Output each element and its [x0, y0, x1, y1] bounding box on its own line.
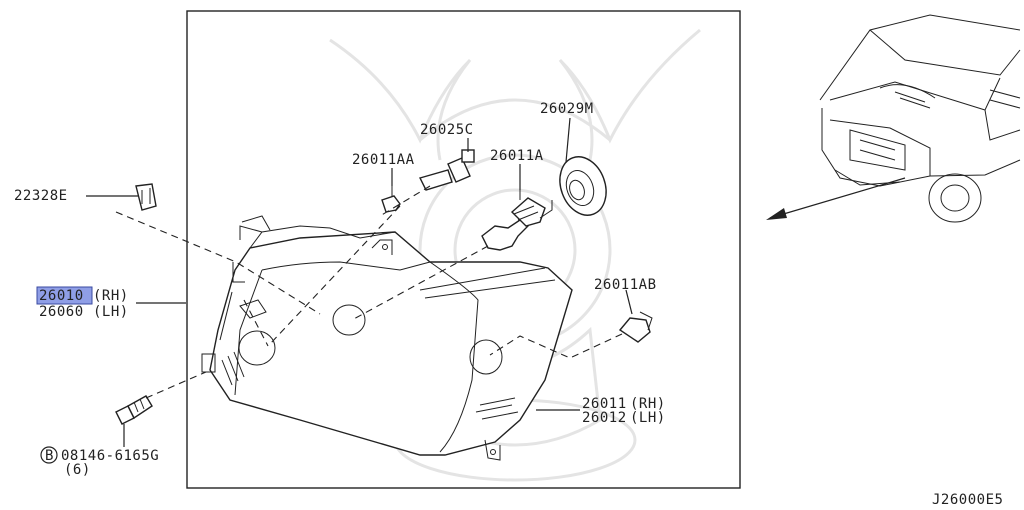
screw-08146[interactable]: [115, 395, 153, 425]
label-26025c[interactable]: 26025C: [420, 122, 474, 138]
cap-26029m[interactable]: [552, 150, 614, 221]
bulb-26011a[interactable]: [481, 190, 553, 251]
diagram-code: J26000E5: [932, 492, 1003, 508]
bolt-symbol: [40, 446, 58, 464]
clip-22328e[interactable]: [135, 183, 157, 211]
label-26011a[interactable]: 26011A: [490, 148, 544, 164]
highlight-26010: [36, 286, 93, 305]
vehicle-illustration: [766, 14, 1021, 223]
label-26012[interactable]: 26012: [582, 410, 627, 426]
label-26010-side: (RH): [93, 288, 129, 304]
label-26010[interactable]: 26010: [39, 288, 84, 304]
label-08146-prefix: B: [45, 448, 54, 464]
label-26011aa[interactable]: 26011AA: [352, 152, 415, 168]
leader-lines: [86, 117, 633, 447]
bulb-26011ab[interactable]: [618, 311, 653, 343]
label-22328e[interactable]: 22328E: [14, 188, 68, 204]
label-26011-side: (RH): [630, 396, 666, 412]
label-08146[interactable]: 08146-6165G: [61, 448, 159, 464]
label-26060[interactable]: 26060: [39, 304, 84, 320]
label-08146-qty: (6): [64, 462, 91, 478]
label-26011[interactable]: 26011: [582, 396, 627, 412]
label-26029m[interactable]: 26029M: [540, 101, 594, 117]
diagram-frame: [186, 10, 741, 489]
headlamp-assembly[interactable]: [201, 215, 573, 461]
bulb-26011aa[interactable]: [381, 186, 401, 213]
label-26060-side: (LH): [93, 304, 129, 320]
label-26011ab[interactable]: 26011AB: [594, 277, 657, 293]
label-26012-side: (LH): [630, 410, 666, 426]
socket-26025c[interactable]: [418, 149, 475, 191]
